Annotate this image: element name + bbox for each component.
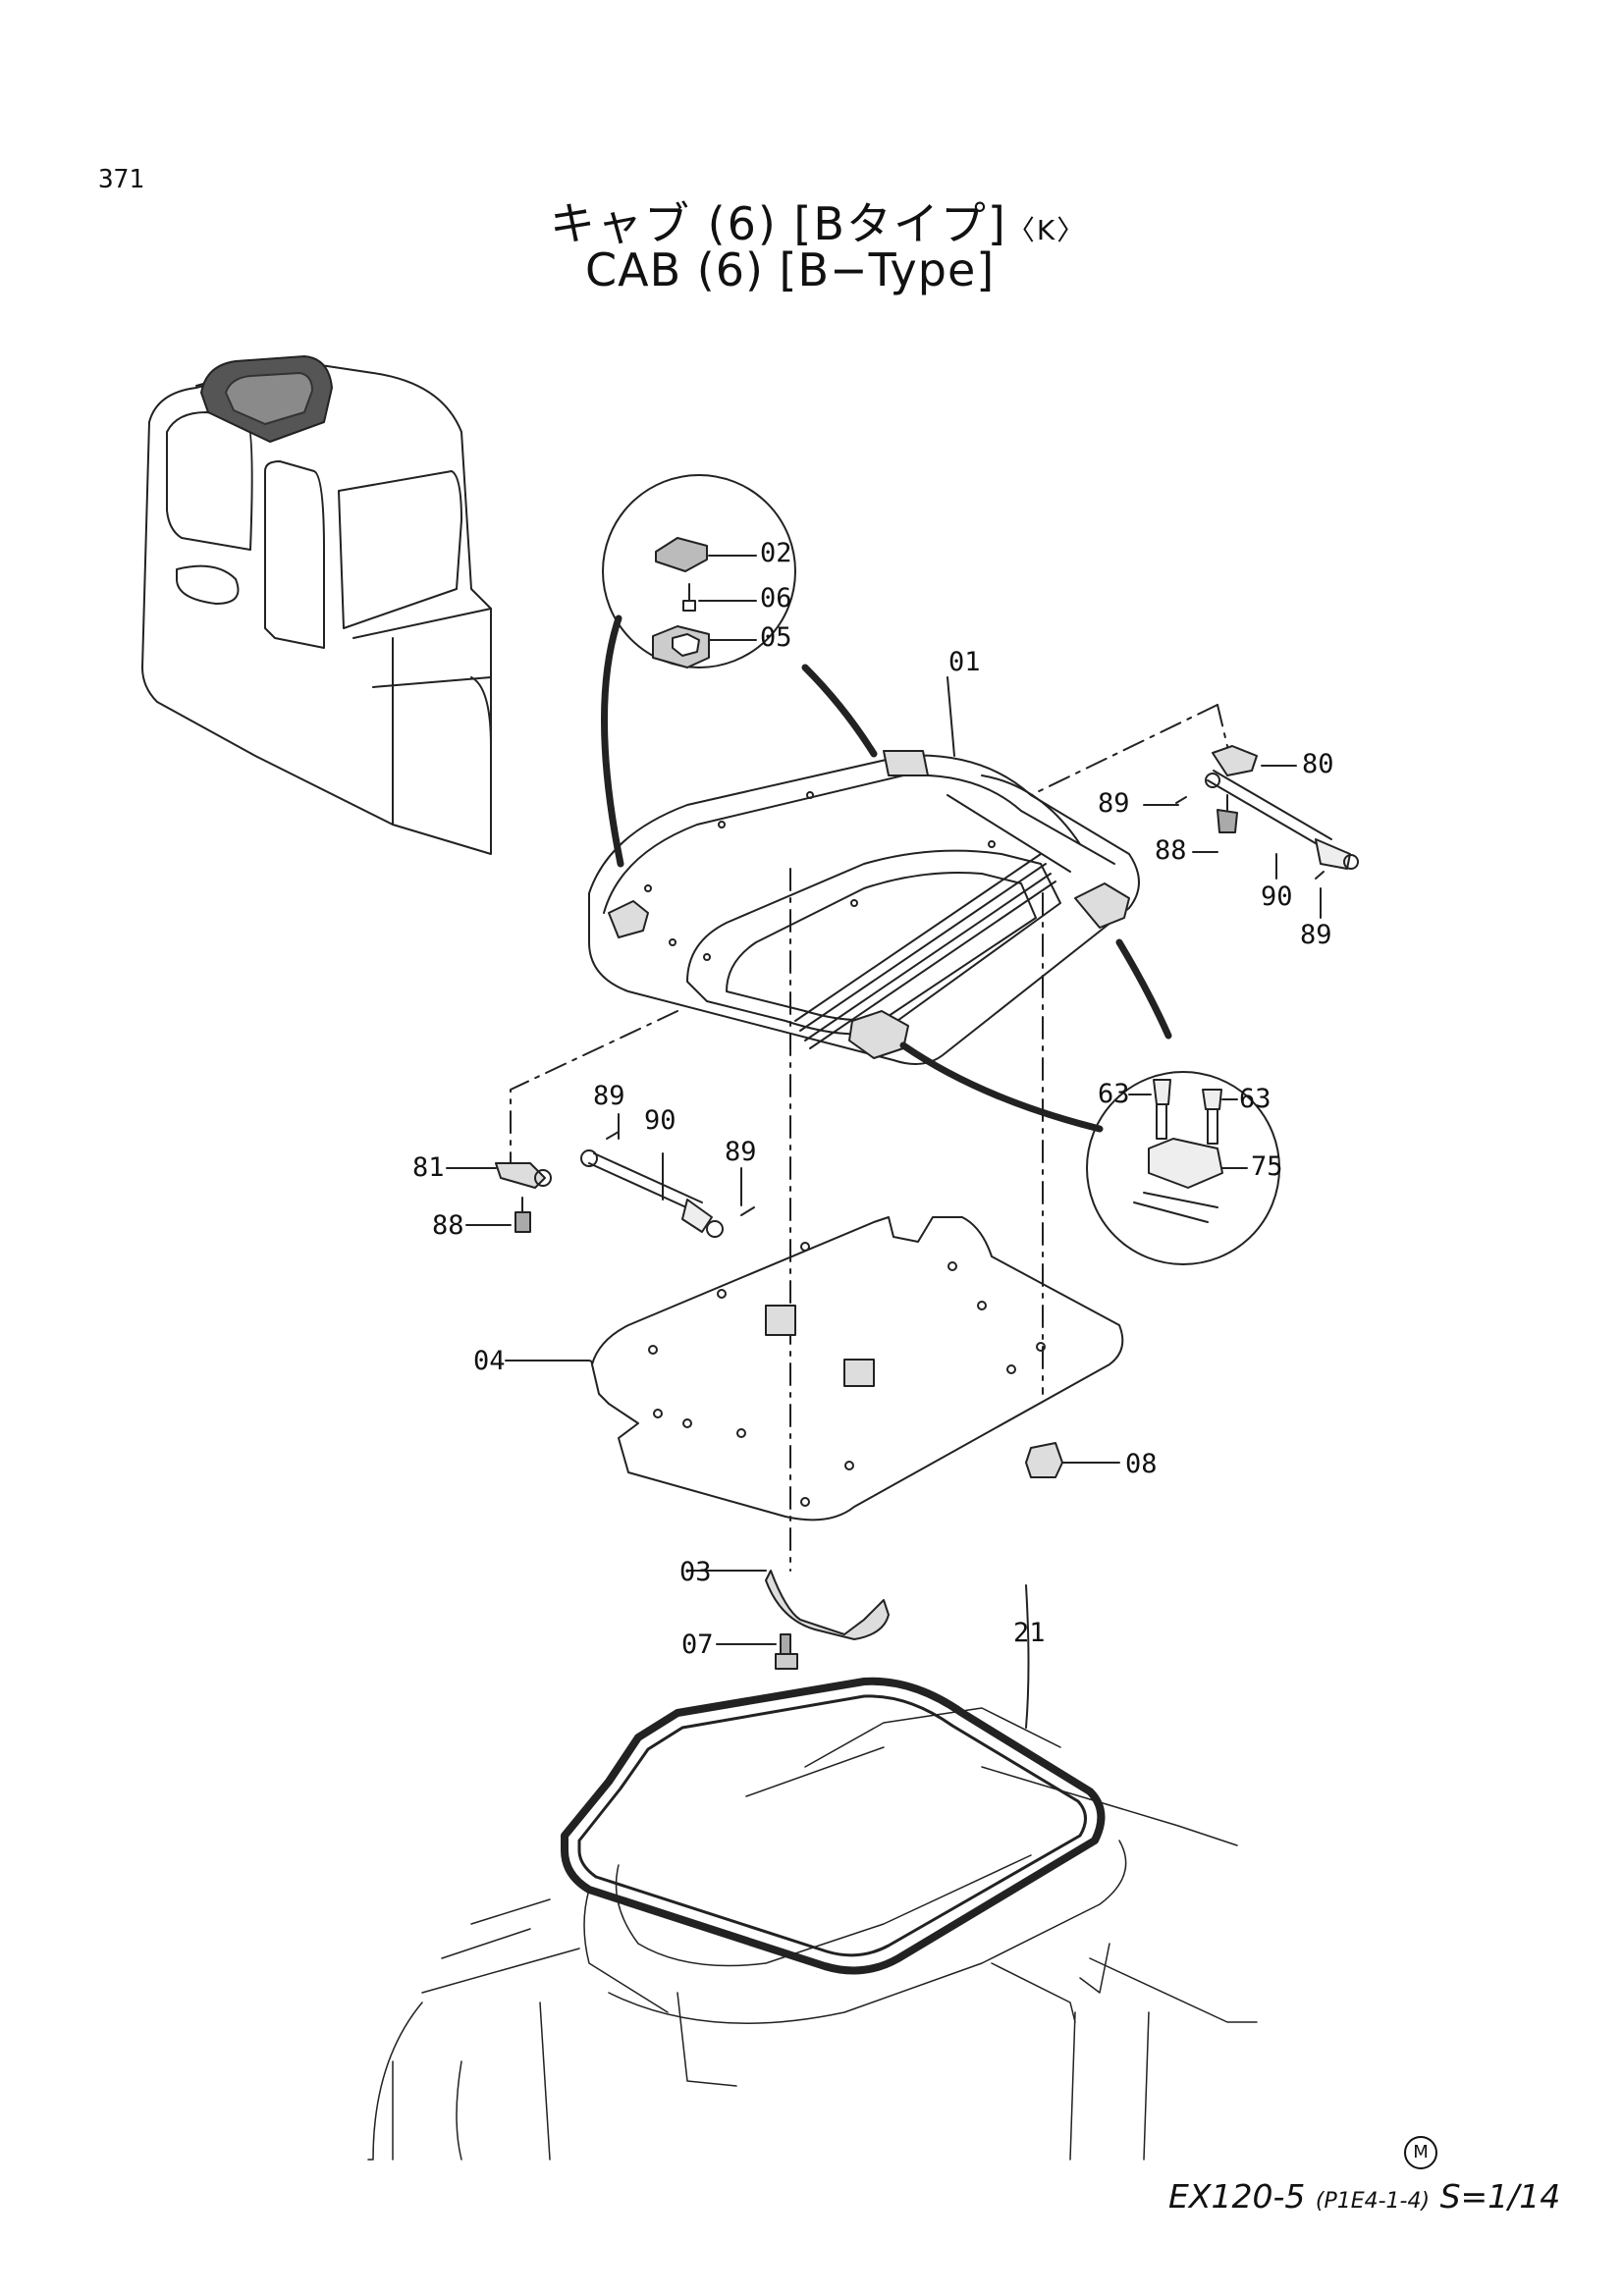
gas-strut-left	[495, 1131, 755, 1238]
cab-roof-context	[367, 1707, 1258, 2161]
handle-03	[765, 1570, 890, 1640]
label-04: 04	[473, 1346, 506, 1376]
nut-08	[1025, 1442, 1063, 1478]
gas-strut-right	[1175, 745, 1359, 880]
footer-sheet: S=1/14	[1439, 2177, 1561, 2216]
label-07: 07	[681, 1629, 714, 1660]
label-89-left-lower: 89	[725, 1137, 757, 1167]
detail-circle-roof-latch	[602, 474, 796, 668]
page-title-japanese: キャブ (6) [Bタイプ]〈K〉	[550, 188, 1086, 253]
footer-ref: (P1E4-1-4)	[1315, 2189, 1431, 2214]
label-81: 81	[412, 1152, 445, 1183]
label-89-right-upper: 89	[1098, 788, 1130, 819]
footer-mark-icon: M	[1404, 2136, 1437, 2169]
label-63-right: 63	[1239, 1084, 1271, 1114]
label-03: 03	[679, 1557, 712, 1587]
inner-plate-04	[591, 1216, 1124, 1522]
label-89-right-lower: 89	[1300, 920, 1332, 950]
label-02: 02	[760, 538, 792, 568]
label-06: 06	[760, 583, 792, 614]
roof-hatch-frame-01	[588, 750, 1140, 1065]
roof-hatch-highlight	[200, 355, 333, 443]
part-labels: 01 02 06 05 80 89 88 90 89 63 63 75 89 9…	[412, 538, 1334, 1660]
seal-21	[561, 1677, 1106, 1975]
label-90-left: 90	[644, 1105, 676, 1136]
page-title-english: CAB (6) [B−Type]	[585, 243, 996, 296]
title-jp-suffix: 〈K〉	[1006, 214, 1087, 246]
label-08: 08	[1125, 1449, 1158, 1479]
cab-context-illustration	[141, 360, 492, 855]
detail-circle-hinge	[1086, 1071, 1280, 1265]
label-80: 80	[1302, 749, 1334, 779]
label-01: 01	[948, 647, 981, 677]
page-number: 371	[98, 165, 144, 194]
label-88-right: 88	[1155, 835, 1187, 866]
footer-model: EX120-5	[1168, 2177, 1306, 2216]
label-05: 05	[760, 622, 792, 653]
label-89-left-upper: 89	[593, 1081, 625, 1111]
label-75: 75	[1251, 1151, 1283, 1182]
footer-model-code: EX120-5 (P1E4-1-4) S=1/14	[1168, 2177, 1560, 2216]
label-21: 21	[1013, 1618, 1046, 1648]
leader-01	[947, 676, 955, 757]
label-90-right: 90	[1261, 881, 1293, 912]
label-88-left: 88	[432, 1210, 464, 1241]
label-63-left: 63	[1098, 1079, 1130, 1109]
title-jp-main: キャブ (6) [Bタイプ]	[550, 197, 1007, 250]
